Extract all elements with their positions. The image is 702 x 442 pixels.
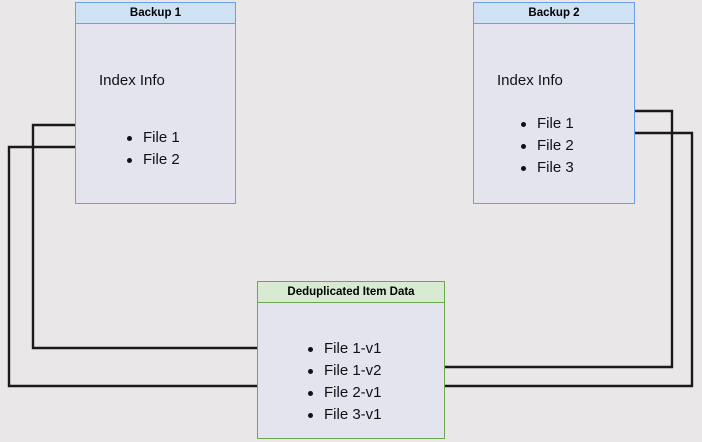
backup-2-file-item[interactable]: File 2	[519, 135, 574, 157]
backup-2-box[interactable]: Backup 2 Index Info File 1 File 2 File 3	[473, 2, 635, 204]
backup-2-file-item[interactable]: File 1	[519, 113, 574, 135]
backup-2-file-label: File 3	[537, 159, 574, 176]
dedup-file-item[interactable]: File 1-v1	[306, 338, 382, 360]
backup-1-body: Index Info File 1 File 2	[76, 24, 235, 203]
backup-1-file-item[interactable]: File 1	[125, 127, 180, 149]
backup-2-file-item[interactable]: File 3	[519, 157, 574, 179]
backup-2-body: Index Info File 1 File 2 File 3	[474, 24, 634, 203]
backup-2-file-list: File 1 File 2 File 3	[519, 113, 574, 179]
backup-1-file-list: File 1 File 2	[125, 127, 180, 171]
backup-1-index-info-label: Index Info	[99, 72, 165, 89]
backup-1-file-label: File 2	[143, 151, 180, 168]
dedup-file-item[interactable]: File 3-v1	[306, 404, 382, 426]
backup-2-file-label: File 1	[537, 115, 574, 132]
backup-2-index-info-label: Index Info	[497, 72, 563, 89]
dedup-file-item[interactable]: File 1-v2	[306, 360, 382, 382]
dedup-file-label: File 1-v1	[324, 340, 382, 357]
dedup-file-label: File 3-v1	[324, 406, 382, 423]
backup-1-title: Backup 1	[76, 3, 235, 24]
dedup-file-label: File 2-v1	[324, 384, 382, 401]
deduplicated-item-data-box[interactable]: Deduplicated Item Data File 1-v1 File 1-…	[257, 281, 445, 439]
backup-1-file-item[interactable]: File 2	[125, 149, 180, 171]
dedup-file-label: File 1-v2	[324, 362, 382, 379]
backup-1-box[interactable]: Backup 1 Index Info File 1 File 2	[75, 2, 236, 204]
backup-1-file-label: File 1	[143, 129, 180, 146]
deduplicated-item-data-title: Deduplicated Item Data	[258, 282, 444, 303]
dedup-file-list: File 1-v1 File 1-v2 File 2-v1 File 3-v1	[306, 338, 382, 426]
deduplicated-item-data-body: File 1-v1 File 1-v2 File 2-v1 File 3-v1	[258, 303, 444, 438]
dedup-file-item[interactable]: File 2-v1	[306, 382, 382, 404]
backup-2-title: Backup 2	[474, 3, 634, 24]
backup-2-file-label: File 2	[537, 137, 574, 154]
